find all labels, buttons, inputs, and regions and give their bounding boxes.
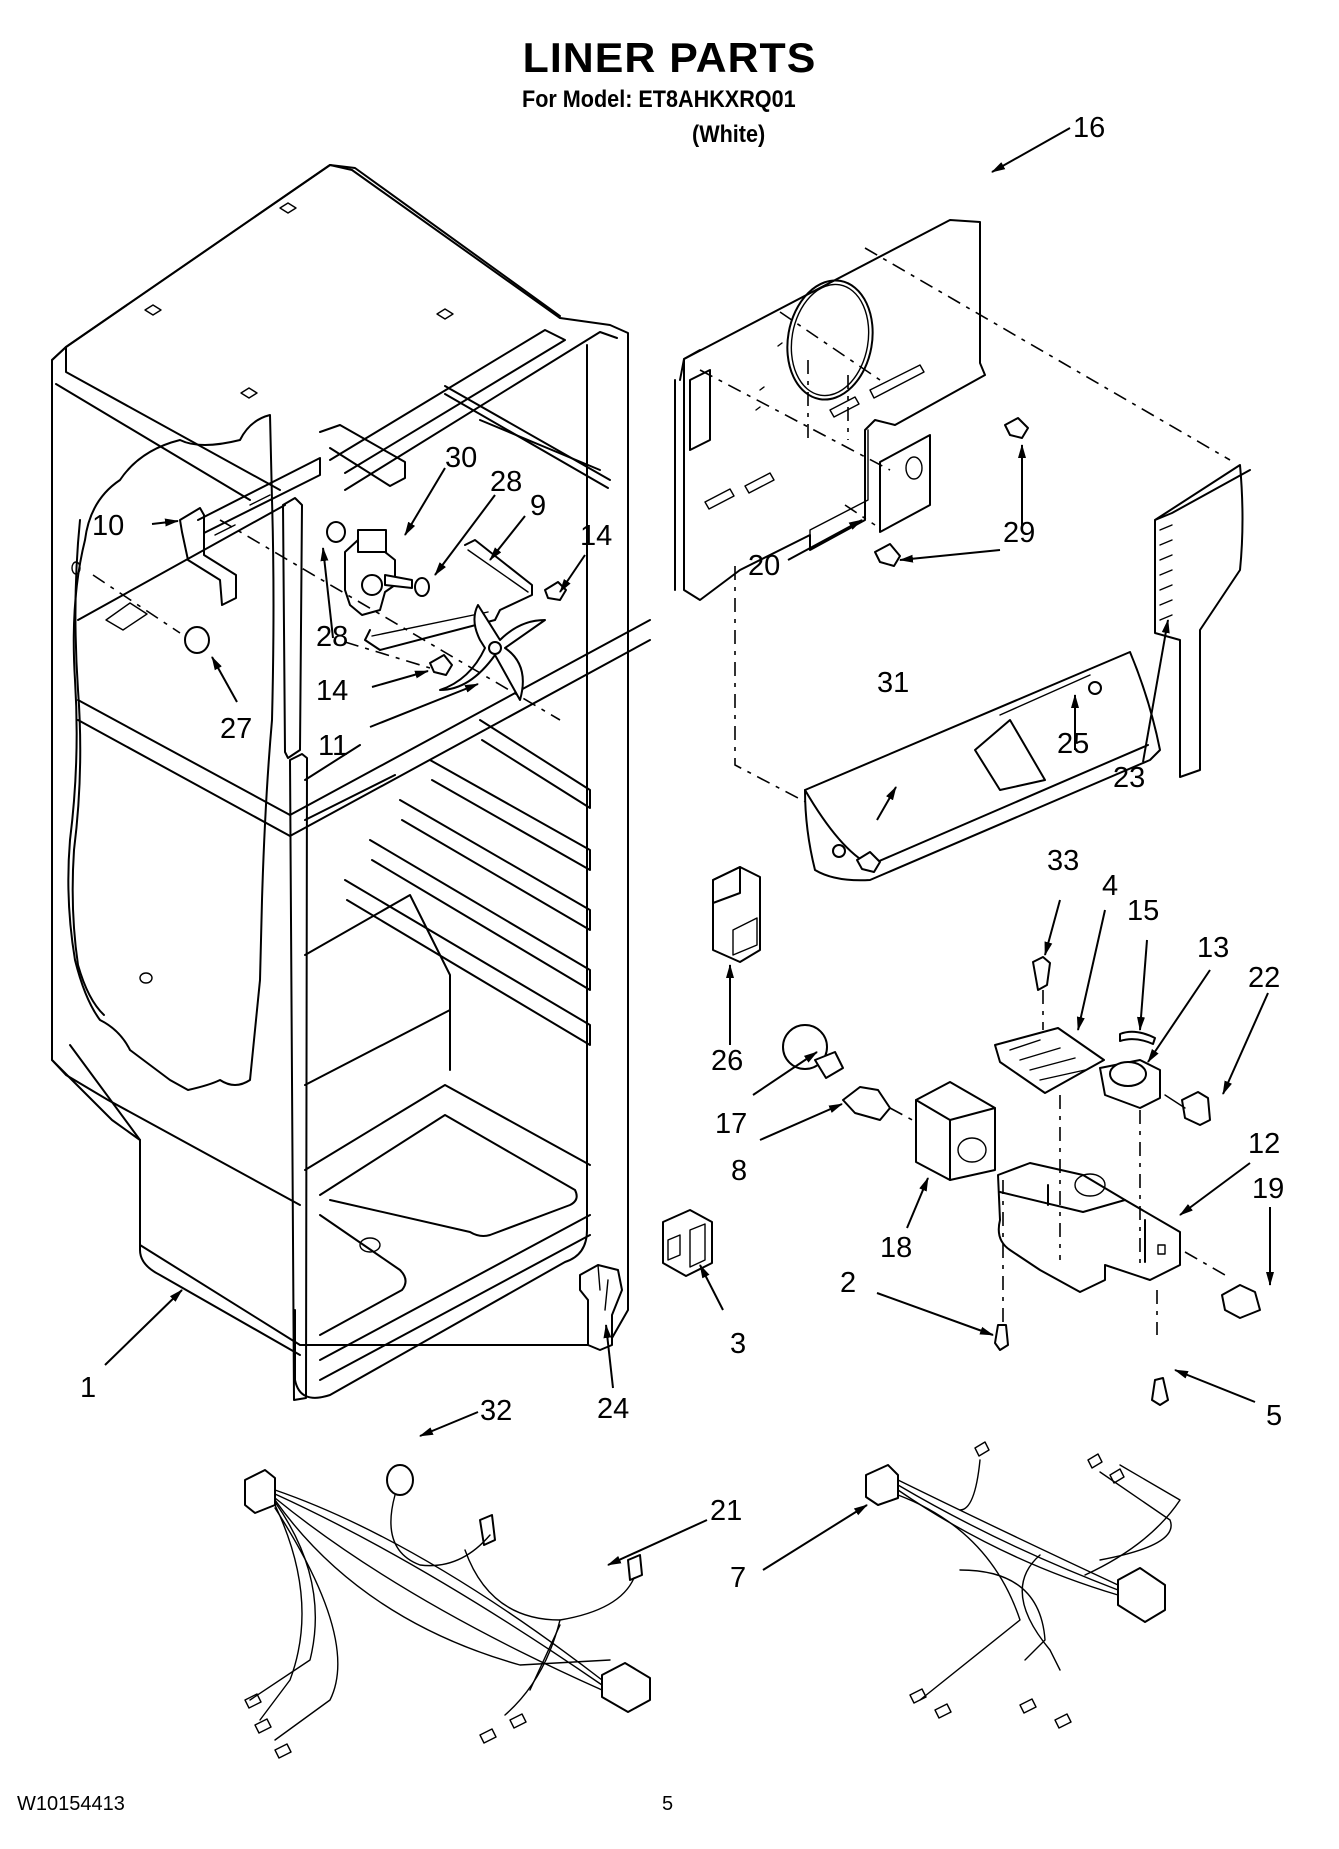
callout-29a: 29 bbox=[1003, 517, 1035, 549]
light-shield-18 bbox=[915, 1081, 996, 1181]
callout-11: 11 bbox=[318, 730, 348, 762]
wire-sleeve bbox=[1119, 1030, 1156, 1045]
screw-29b bbox=[874, 543, 901, 567]
callout-7: 7 bbox=[730, 1562, 746, 1594]
control-housing-12 bbox=[997, 1162, 1181, 1293]
callout-3: 3 bbox=[730, 1328, 746, 1360]
callout-24: 24 bbox=[597, 1393, 629, 1425]
callout-1: 1 bbox=[80, 1372, 96, 1404]
screw-31 bbox=[856, 851, 881, 873]
callout-2: 2 bbox=[840, 1267, 856, 1299]
screw-33 bbox=[1032, 956, 1051, 991]
screw-14b bbox=[429, 654, 453, 676]
leader-lines bbox=[104, 127, 1274, 1571]
document-number: W10154413 bbox=[17, 1793, 125, 1815]
callout-9: 9 bbox=[530, 490, 546, 522]
callout-17: 17 bbox=[715, 1108, 747, 1140]
liner-cabinet bbox=[51, 164, 651, 1401]
relay-24 bbox=[579, 1264, 623, 1351]
callout-13: 13 bbox=[1197, 932, 1229, 964]
evaporator-cover-panel bbox=[674, 219, 986, 601]
callout-28b: 28 bbox=[316, 621, 348, 653]
light-bulb bbox=[782, 1024, 844, 1079]
callout-33: 33 bbox=[1047, 845, 1079, 877]
screw-14a bbox=[544, 581, 567, 601]
screw-2 bbox=[994, 1324, 1009, 1351]
diagram-title: LINER PARTS bbox=[522, 34, 817, 81]
callout-14a: 14 bbox=[580, 520, 612, 552]
wire-harness-21 bbox=[244, 1464, 651, 1759]
light-socket-cover-26 bbox=[712, 866, 761, 963]
knob-22 bbox=[1164, 1091, 1211, 1126]
motor-grommet bbox=[326, 521, 346, 543]
callout-8: 8 bbox=[731, 1155, 747, 1187]
callout-18: 18 bbox=[880, 1232, 912, 1264]
callout-4: 4 bbox=[1102, 870, 1118, 902]
screw-29a bbox=[1004, 417, 1029, 439]
model-number: For Model: ET8AHKXRQ01 bbox=[522, 86, 796, 113]
air-diffuser bbox=[1154, 464, 1251, 778]
wire-harness-7 bbox=[865, 1441, 1181, 1729]
callout-labels: 16 10 30 28 9 14 28 14 11 27 20 29 31 25… bbox=[80, 112, 1284, 1594]
callout-5: 5 bbox=[1266, 1400, 1282, 1432]
thermostat-13 bbox=[1099, 1059, 1161, 1109]
fan-blade bbox=[439, 604, 546, 701]
color-variant: (White) bbox=[692, 121, 766, 148]
callout-30: 30 bbox=[445, 442, 477, 474]
callout-26: 26 bbox=[711, 1045, 743, 1077]
shelf-rails bbox=[304, 719, 591, 1046]
page-number: 5 bbox=[662, 1793, 674, 1815]
callout-15: 15 bbox=[1127, 895, 1159, 927]
plug-27 bbox=[184, 626, 210, 654]
clip-19 bbox=[1221, 1284, 1261, 1319]
callout-25: 25 bbox=[1057, 728, 1089, 760]
duct-cover bbox=[804, 651, 1161, 882]
fan-bracket bbox=[179, 424, 406, 606]
callout-10: 10 bbox=[92, 510, 124, 542]
callout-20: 20 bbox=[748, 550, 780, 582]
screw-5 bbox=[1151, 1377, 1169, 1406]
terminal-block-3 bbox=[662, 1209, 713, 1277]
callout-28a: 28 bbox=[490, 466, 522, 498]
callout-23: 23 bbox=[1113, 762, 1145, 794]
callout-32: 32 bbox=[480, 1395, 512, 1427]
light-socket bbox=[842, 1086, 891, 1121]
callout-21: 21 bbox=[710, 1495, 742, 1527]
callout-27: 27 bbox=[220, 713, 252, 745]
control-board bbox=[994, 1027, 1105, 1094]
fan-spacer bbox=[414, 577, 430, 597]
fan-motor bbox=[344, 529, 413, 616]
callout-31: 31 bbox=[877, 667, 909, 699]
callout-22: 22 bbox=[1248, 962, 1280, 994]
callout-16: 16 bbox=[1073, 112, 1105, 144]
callout-19: 19 bbox=[1252, 1173, 1284, 1205]
callout-12: 12 bbox=[1248, 1128, 1280, 1160]
callout-14b: 14 bbox=[316, 675, 348, 707]
